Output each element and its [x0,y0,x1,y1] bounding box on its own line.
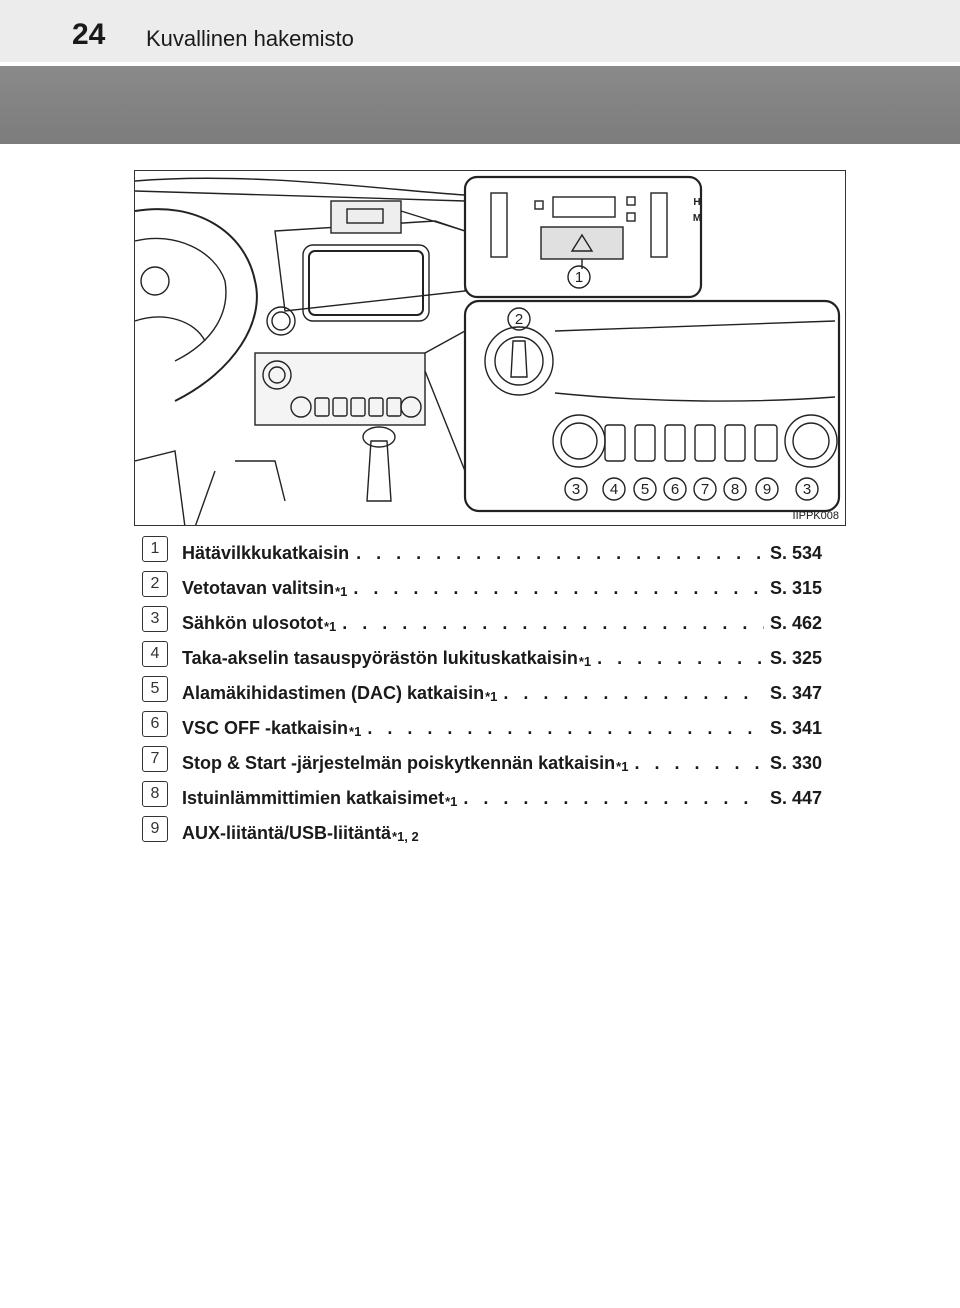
callout-label: 7 [701,481,709,498]
item-number: 6 [142,711,168,737]
page-link[interactable]: S. 534 [769,543,822,563]
leader-dots [367,718,764,739]
item-label: Alamäkihidastimen (DAC) katkaisin [182,683,485,703]
item-footnote: *1 [578,654,592,669]
callout-label: 5 [641,481,649,498]
callout-label: 3 [572,481,580,498]
panel-letter-h: H [693,197,700,208]
item-label: VSC OFF -katkaisin [182,718,349,738]
leader-dots [353,578,764,599]
leader-dots [356,543,764,564]
item-number: 4 [142,641,168,667]
item-footnote: *1 [324,619,337,634]
page-link[interactable]: S. 315 [769,578,822,598]
item-number: 1 [142,536,168,562]
list-item: 7 Stop & Start -järjestelmän poiskytkenn… [142,740,822,774]
callout-circle-2 [507,307,531,331]
item-label: Vetotavan valitsin [182,578,335,598]
item-number: 2 [142,571,168,597]
item-footnote: *1 [335,584,348,599]
list-item: 4 Taka-akselin tasauspyörästön lukituska… [142,635,822,669]
page-link[interactable]: S. 330 [769,753,822,773]
page-link[interactable]: S. 325 [769,648,822,668]
leader-dots [342,613,764,634]
page-link[interactable]: S. 341 [769,718,822,738]
list-item: 5 Alamäkihidastimen (DAC) katkaisin*1 S. … [142,670,822,704]
item-label: Taka-akselin tasauspyörästön lukituskatk… [182,648,578,668]
callout-label: 9 [763,481,771,498]
item-number: 9 [142,816,168,842]
leader-dots [503,683,764,704]
page-number: 24 [72,18,106,51]
item-number: 3 [142,606,168,632]
callout-circle-1 [567,265,591,289]
item-label: Sähkön ulosotot [182,613,323,633]
list-item: 2 Vetotavan valitsin*1 S. 315 [142,565,822,599]
running-title: Kuvallinen hakemisto [146,26,354,51]
callout-label: 8 [731,481,739,498]
list-item: 6 VSC OFF -katkaisin*1 S. 341 [142,705,822,739]
callout-label: 2 [515,311,523,328]
item-label: Hätävilkkukatkaisin [182,543,350,563]
item-footnote: *1 [445,794,458,809]
item-footnote: *1 [485,689,498,704]
dashboard-drawing [135,175,841,525]
socket-right [784,414,838,468]
page-link[interactable]: S. 447 [769,788,822,808]
dashboard-illustration: H M 1 2 3 4 5 6 7 8 9 3 IIPPK008 [134,170,846,526]
item-label: Istuinlämmittimien katkaisimet [182,788,445,808]
page-header: 24 Kuvallinen hakemisto [0,0,960,65]
list-item: 1 Hätävilkkukatkaisin S. 534 [142,530,822,564]
callout-circles-bottom [564,477,819,501]
leader-dots [634,753,764,774]
list-item: 3 Sähkön ulosotot*1 S. 462 [142,600,822,634]
item-number: 5 [142,676,168,702]
page-link[interactable]: S. 462 [769,613,822,633]
leader-dots [463,788,764,809]
callout-label: 1 [575,269,583,286]
lower-switch-row [290,396,422,418]
item-footnote: *1 [349,724,362,739]
item-label: Stop & Start -järjestelmän poiskytkennän… [182,753,616,773]
item-footnote: *1, 2 [392,829,419,844]
item-label: AUX-liitäntä/USB-liitäntä [182,823,392,843]
figure-code: IIPPK008 [792,510,839,522]
page-link[interactable]: S. 347 [769,683,822,703]
callout-label: 6 [671,481,679,498]
switch-row [604,424,778,462]
header-band [0,66,960,144]
leader-dots [597,648,764,669]
item-number: 8 [142,781,168,807]
list-item: 8 Istuinlämmittimien katkaisimet*1 S. 447 [142,775,822,809]
callout-label: 4 [610,481,618,498]
callout-labels: H M 1 2 3 4 5 6 7 8 9 3 [515,197,811,498]
callout-label: 3 [803,481,811,498]
list-item: 9 AUX-liitäntä/USB-liitäntä*1, 2 [142,810,822,844]
item-number: 7 [142,746,168,772]
item-footnote: *1 [616,759,629,774]
panel-letter-m: M [693,213,701,224]
